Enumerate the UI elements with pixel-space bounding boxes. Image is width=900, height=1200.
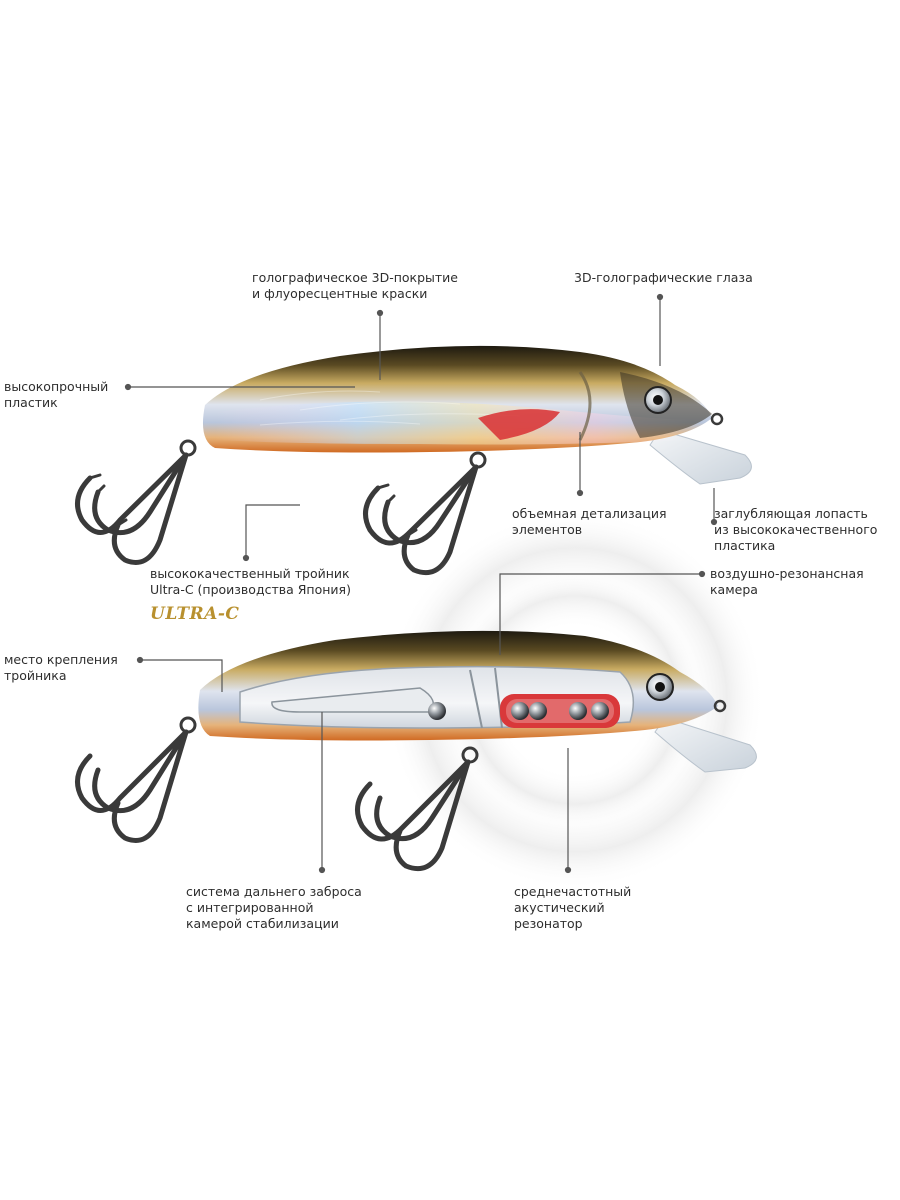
rattle-balls [511, 702, 609, 720]
resonator-chamber [500, 694, 620, 728]
bottom-diving-lip [654, 717, 757, 773]
bottom-lure [75, 630, 757, 872]
label-holographic-coating: голографическое 3D-покрытие и флуоресцен… [252, 270, 458, 301]
top-line-tie [710, 412, 724, 426]
label-air-chamber: воздушно-резонансная камера [710, 566, 864, 597]
label-holographic-eyes: 3D-голографические глаза [574, 270, 753, 285]
bottom-line-tie [713, 699, 727, 713]
top-diving-lip [649, 429, 752, 485]
top-rear-treble-hook [75, 439, 197, 565]
top-front-treble-hook [363, 451, 487, 576]
label-acoustic-resonator: среднечастотный акустический резонатор [514, 884, 632, 931]
bottom-rear-treble-hook [75, 716, 197, 843]
label-hook-mount: место крепления тройника [4, 652, 118, 683]
bottom-front-treble-hook [355, 746, 479, 872]
label-volume-detail: объемная детализация элементов [512, 506, 667, 537]
ultra-c-logo-text: ULTRA-C [150, 604, 240, 624]
label-treble-hook: высококачественный тройник Ultra-C (прои… [150, 566, 351, 597]
label-casting-system: система дальнего заброса с интегрированн… [186, 884, 362, 931]
ultra-c-logo: ULTRA-C [150, 604, 239, 624]
label-diving-lip: заглубляющая лопасть из высококачественн… [714, 506, 878, 553]
label-strong-plastic: высокопрочный пластик [4, 379, 109, 410]
leader-lines [124, 293, 718, 874]
top-pectoral-fin [478, 409, 560, 440]
top-lure [75, 345, 752, 576]
